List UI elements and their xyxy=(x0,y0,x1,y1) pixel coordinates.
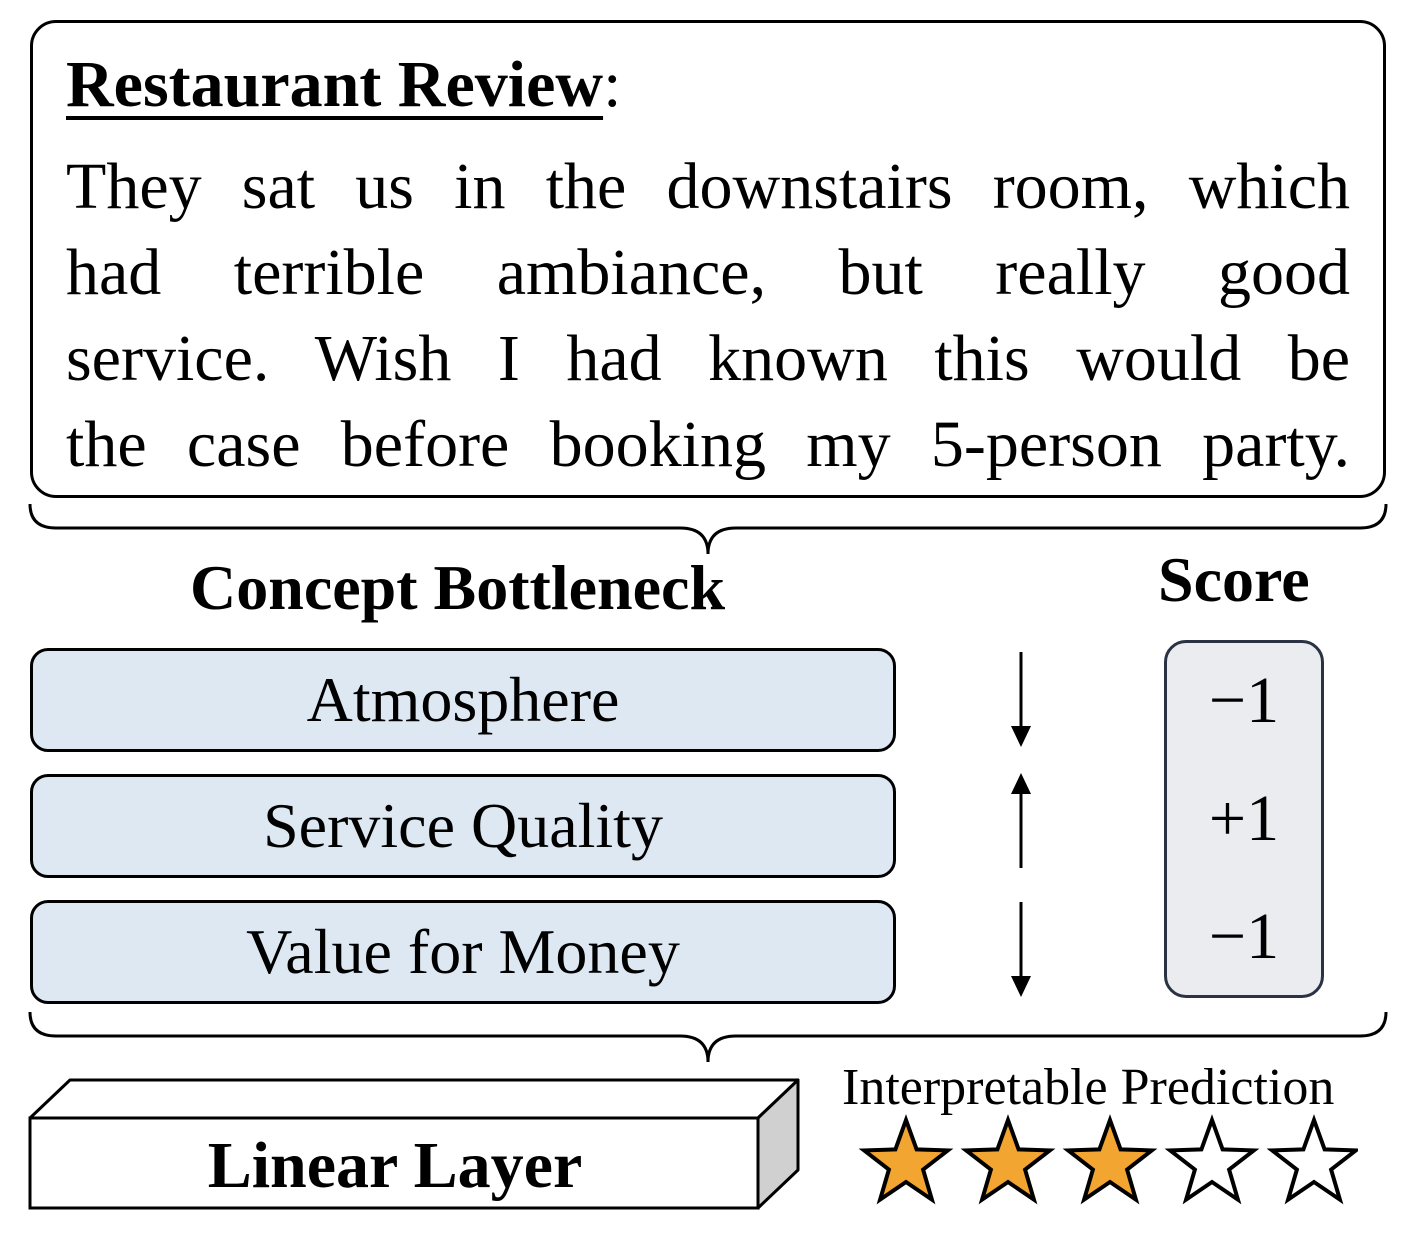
prediction-label: Interpretable Prediction xyxy=(842,1059,1335,1116)
score-value-value-for-money: −1 xyxy=(1208,900,1280,973)
review-line-3: service. Wish I had known this would be xyxy=(66,322,1350,395)
concept-label: Service Quality xyxy=(263,790,663,861)
concept-value-for-money: Value for Money xyxy=(30,900,896,1004)
concept-label: Value for Money xyxy=(246,916,680,987)
review-title-text: Restaurant Review xyxy=(66,48,604,121)
score-value-service-quality: +1 xyxy=(1208,782,1280,855)
star-filled-icon xyxy=(858,1114,954,1205)
linear-layer-cuboid xyxy=(28,1078,800,1210)
score-box xyxy=(1164,640,1324,998)
review-title-colon: : xyxy=(603,48,622,121)
concept-atmosphere: Atmosphere xyxy=(30,648,896,752)
star-empty-icon xyxy=(1164,1114,1260,1205)
review-brace xyxy=(28,503,1388,555)
star-filled-icon xyxy=(960,1114,1056,1205)
arrow-down-icon xyxy=(1011,652,1031,747)
linear-layer-label: Linear Layer xyxy=(207,1129,583,1202)
concept-bottleneck-title: Concept Bottleneck xyxy=(190,552,726,623)
review-line-2: had terrible ambiance, but really good xyxy=(66,236,1350,309)
score-value-atmosphere: −1 xyxy=(1208,664,1280,737)
review-line-1: They sat us in the downstairs room, whic… xyxy=(66,150,1350,223)
review-line-4: the case before booking my 5-person part… xyxy=(66,408,1350,481)
review-box xyxy=(30,20,1386,498)
arrow-up-icon xyxy=(1011,773,1031,868)
concept-label: Atmosphere xyxy=(306,664,620,735)
rating-stars xyxy=(858,1114,1358,1205)
concept-brace xyxy=(28,1011,1388,1063)
star-filled-icon xyxy=(1062,1114,1158,1205)
star-empty-icon xyxy=(1266,1114,1358,1205)
review-title: Restaurant Review: xyxy=(66,52,621,118)
arrow-down-icon xyxy=(1011,902,1031,997)
concept-service-quality: Service Quality xyxy=(30,774,896,878)
score-title: Score xyxy=(1158,544,1310,615)
